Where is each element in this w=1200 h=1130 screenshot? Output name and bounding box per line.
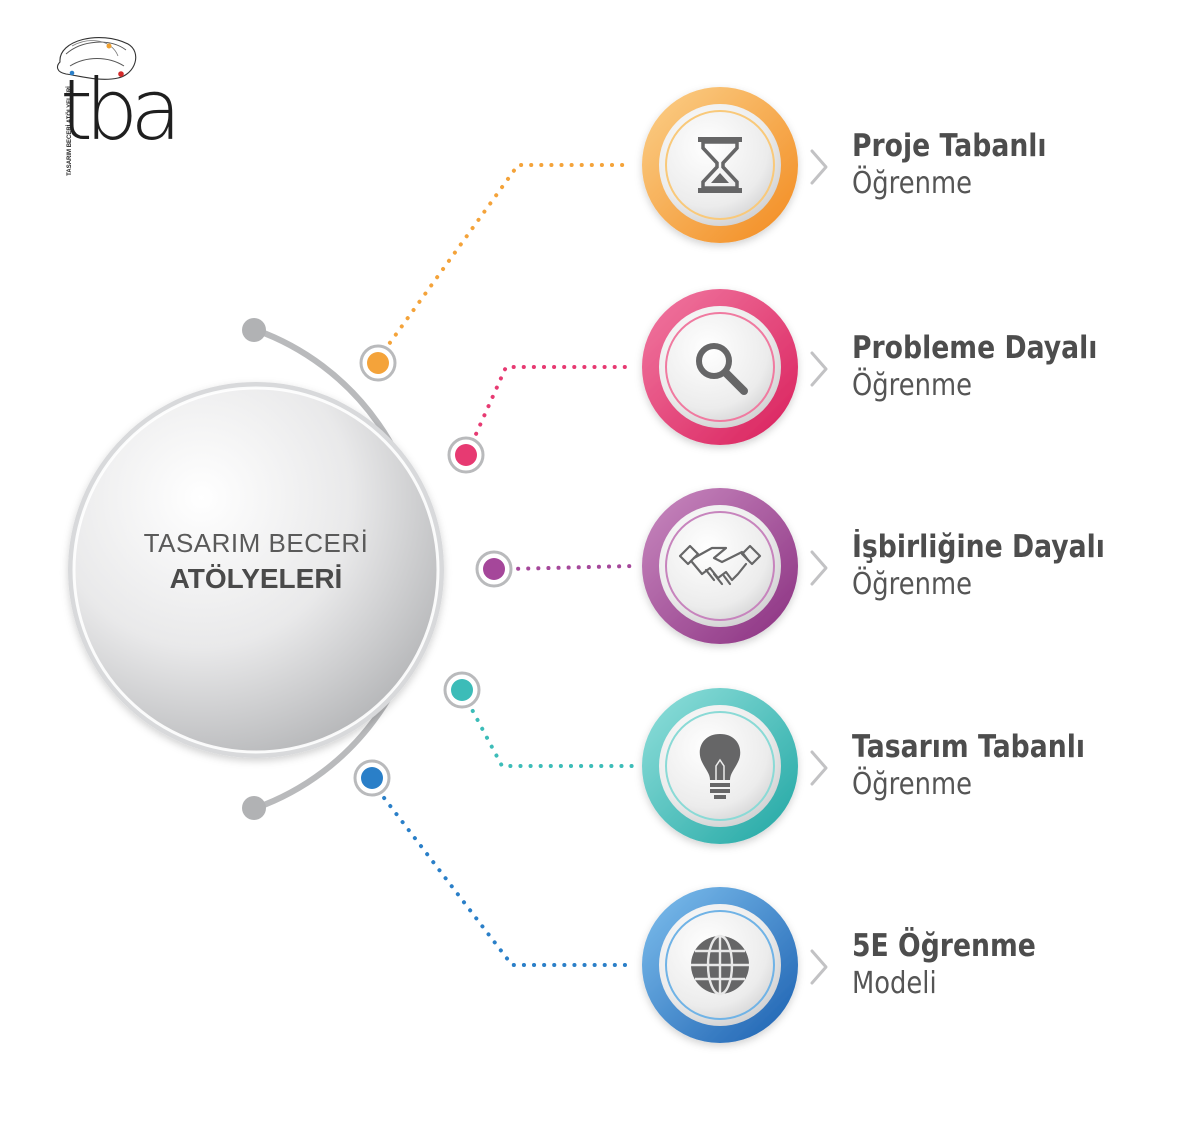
topic-subtitle: Öğrenme	[852, 767, 972, 803]
topic-subtitle: Öğrenme	[852, 567, 972, 603]
arc-marker	[443, 671, 481, 709]
topic-node	[642, 289, 798, 445]
hub-title-line2: ATÖLYELERİ	[169, 563, 343, 594]
connector-line	[470, 365, 634, 445]
hub-circle	[68, 382, 444, 758]
connector-line	[382, 163, 634, 353]
hub-title-line1: TASARIM BECERİ	[143, 528, 369, 558]
hub-label: TASARIM BECERİ ATÖLYELERİ	[96, 528, 416, 595]
connector-line	[376, 788, 634, 967]
arc-end-dot-bottom	[242, 796, 266, 820]
topic-title: Probleme Dayalı	[852, 330, 1098, 366]
arc-marker	[447, 436, 485, 474]
connector-line	[506, 564, 634, 571]
chevron-right-icon	[808, 147, 830, 187]
topic-title: İşbirliğine Dayalı	[852, 529, 1105, 565]
topic-node	[642, 488, 798, 644]
chevron-right-icon	[808, 947, 830, 987]
arc-end-dot-top	[242, 318, 266, 342]
logo-subtitle: TASARIM BECERİ ATÖLYELERİ	[67, 86, 73, 176]
magnifier-icon	[696, 343, 748, 395]
arc-marker	[359, 344, 397, 382]
topic-subtitle: Modeli	[852, 966, 937, 1002]
arc-marker	[475, 550, 513, 588]
lightbulb-icon	[699, 734, 741, 799]
logo-text: tba	[60, 61, 182, 159]
chevron-right-icon	[808, 349, 830, 389]
topic-title: Tasarım Tabanlı	[852, 729, 1086, 765]
connector-line	[466, 700, 634, 768]
hourglass-icon	[698, 137, 742, 193]
logo-mark	[56, 37, 137, 80]
topic-title: Proje Tabanlı	[852, 128, 1047, 164]
chevron-right-icon	[808, 748, 830, 788]
handshake-icon	[678, 544, 762, 586]
globe-icon	[691, 934, 749, 996]
topic-subtitle: Öğrenme	[852, 166, 972, 202]
topic-node	[642, 87, 798, 243]
arc-marker	[353, 759, 391, 797]
topic-subtitle: Öğrenme	[852, 368, 972, 404]
chevron-right-icon	[808, 548, 830, 588]
topic-title: 5E Öğrenme	[852, 928, 1036, 964]
